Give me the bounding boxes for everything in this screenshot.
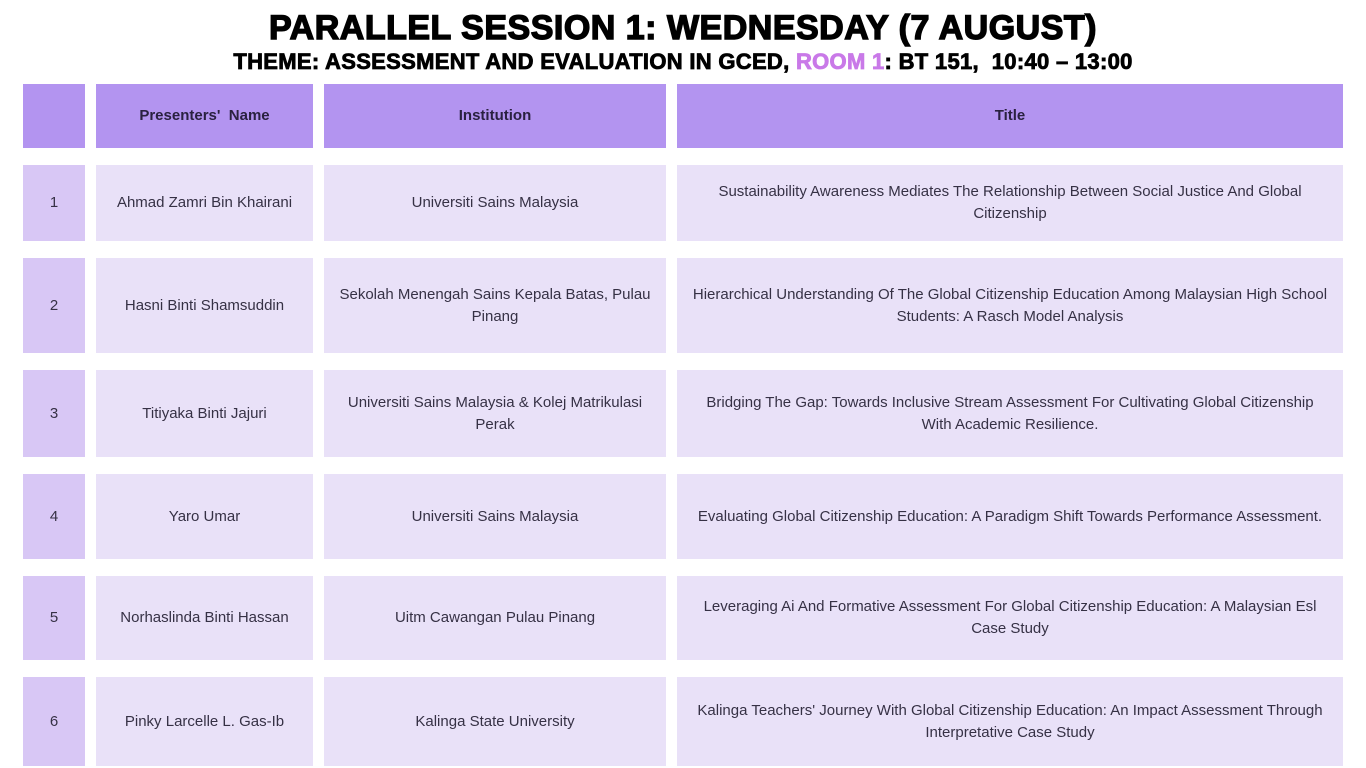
- room-highlight-text: ROOM 1: [795, 49, 885, 75]
- paper-title: Leveraging Ai And Formative Assessment F…: [677, 576, 1343, 660]
- row-number: 5: [23, 576, 85, 660]
- institution: Kalinga State University: [324, 677, 666, 766]
- institution: Uitm Cawangan Pulau Pinang: [324, 576, 666, 660]
- page-title: PARALLEL SESSION 1: WEDNESDAY (7 AUGUST): [268, 8, 1097, 47]
- institution: Universiti Sains Malaysia: [324, 165, 666, 241]
- paper-title: Hierarchical Understanding Of The Global…: [677, 258, 1343, 353]
- row-number: 4: [23, 474, 85, 559]
- presenter-name: Norhaslinda Binti Hassan: [96, 576, 313, 660]
- paper-title: Bridging The Gap: Towards Inclusive Stre…: [677, 370, 1343, 457]
- schedule-table: Presenters' Name Institution Title 1 Ahm…: [23, 84, 1343, 766]
- column-header-institution: Institution: [324, 84, 666, 148]
- presenter-name: Hasni Binti Shamsuddin: [96, 258, 313, 353]
- presenter-name: Titiyaka Binti Jajuri: [96, 370, 313, 457]
- presenter-name: Yaro Umar: [96, 474, 313, 559]
- presenter-name: Pinky Larcelle L. Gas-Ib: [96, 677, 313, 766]
- institution: Universiti Sains Malaysia: [324, 474, 666, 559]
- column-header-number: [23, 84, 85, 148]
- subtitle-theme-text: THEME: ASSESSMENT AND EVALUATION IN GCED…: [233, 49, 796, 75]
- subtitle-location-time-text: : BT 151, 10:40 – 13:00: [884, 49, 1133, 75]
- institution: Sekolah Menengah Sains Kepala Batas, Pul…: [324, 258, 666, 353]
- paper-title: Evaluating Global Citizenship Education:…: [677, 474, 1343, 559]
- row-number: 6: [23, 677, 85, 766]
- row-number: 1: [23, 165, 85, 241]
- column-header-presenter-name: Presenters' Name: [96, 84, 313, 148]
- column-header-title: Title: [677, 84, 1343, 148]
- row-number: 2: [23, 258, 85, 353]
- presenter-name: Ahmad Zamri Bin Khairani: [96, 165, 313, 241]
- page-subtitle: THEME: ASSESSMENT AND EVALUATION IN GCED…: [0, 48, 1366, 75]
- row-number: 3: [23, 370, 85, 457]
- paper-title: Sustainability Awareness Mediates The Re…: [677, 165, 1343, 241]
- paper-title: Kalinga Teachers' Journey With Global Ci…: [677, 677, 1343, 766]
- institution: Universiti Sains Malaysia & Kolej Matrik…: [324, 370, 666, 457]
